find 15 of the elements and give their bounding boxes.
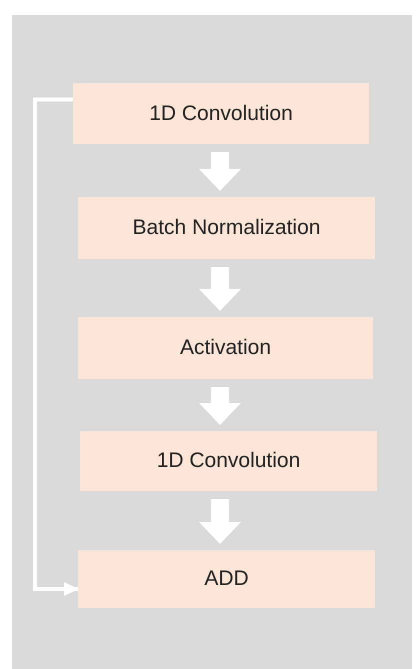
box-label: ADD [204, 567, 249, 591]
block-arrow [199, 387, 241, 425]
box-label: 1D Convolution [156, 449, 300, 473]
block-arrow [199, 152, 241, 191]
process-box [78, 197, 375, 259]
box-label: Activation [180, 336, 272, 360]
process-box [78, 550, 375, 608]
block-arrow [199, 499, 241, 544]
process-box [73, 83, 369, 144]
block-arrow [199, 267, 241, 311]
process-box [78, 317, 373, 379]
skip-connection-arrow [33, 98, 79, 596]
box-label: Batch Normalization [132, 216, 320, 240]
process-box [80, 431, 377, 491]
box-label: 1D Convolution [149, 102, 293, 126]
